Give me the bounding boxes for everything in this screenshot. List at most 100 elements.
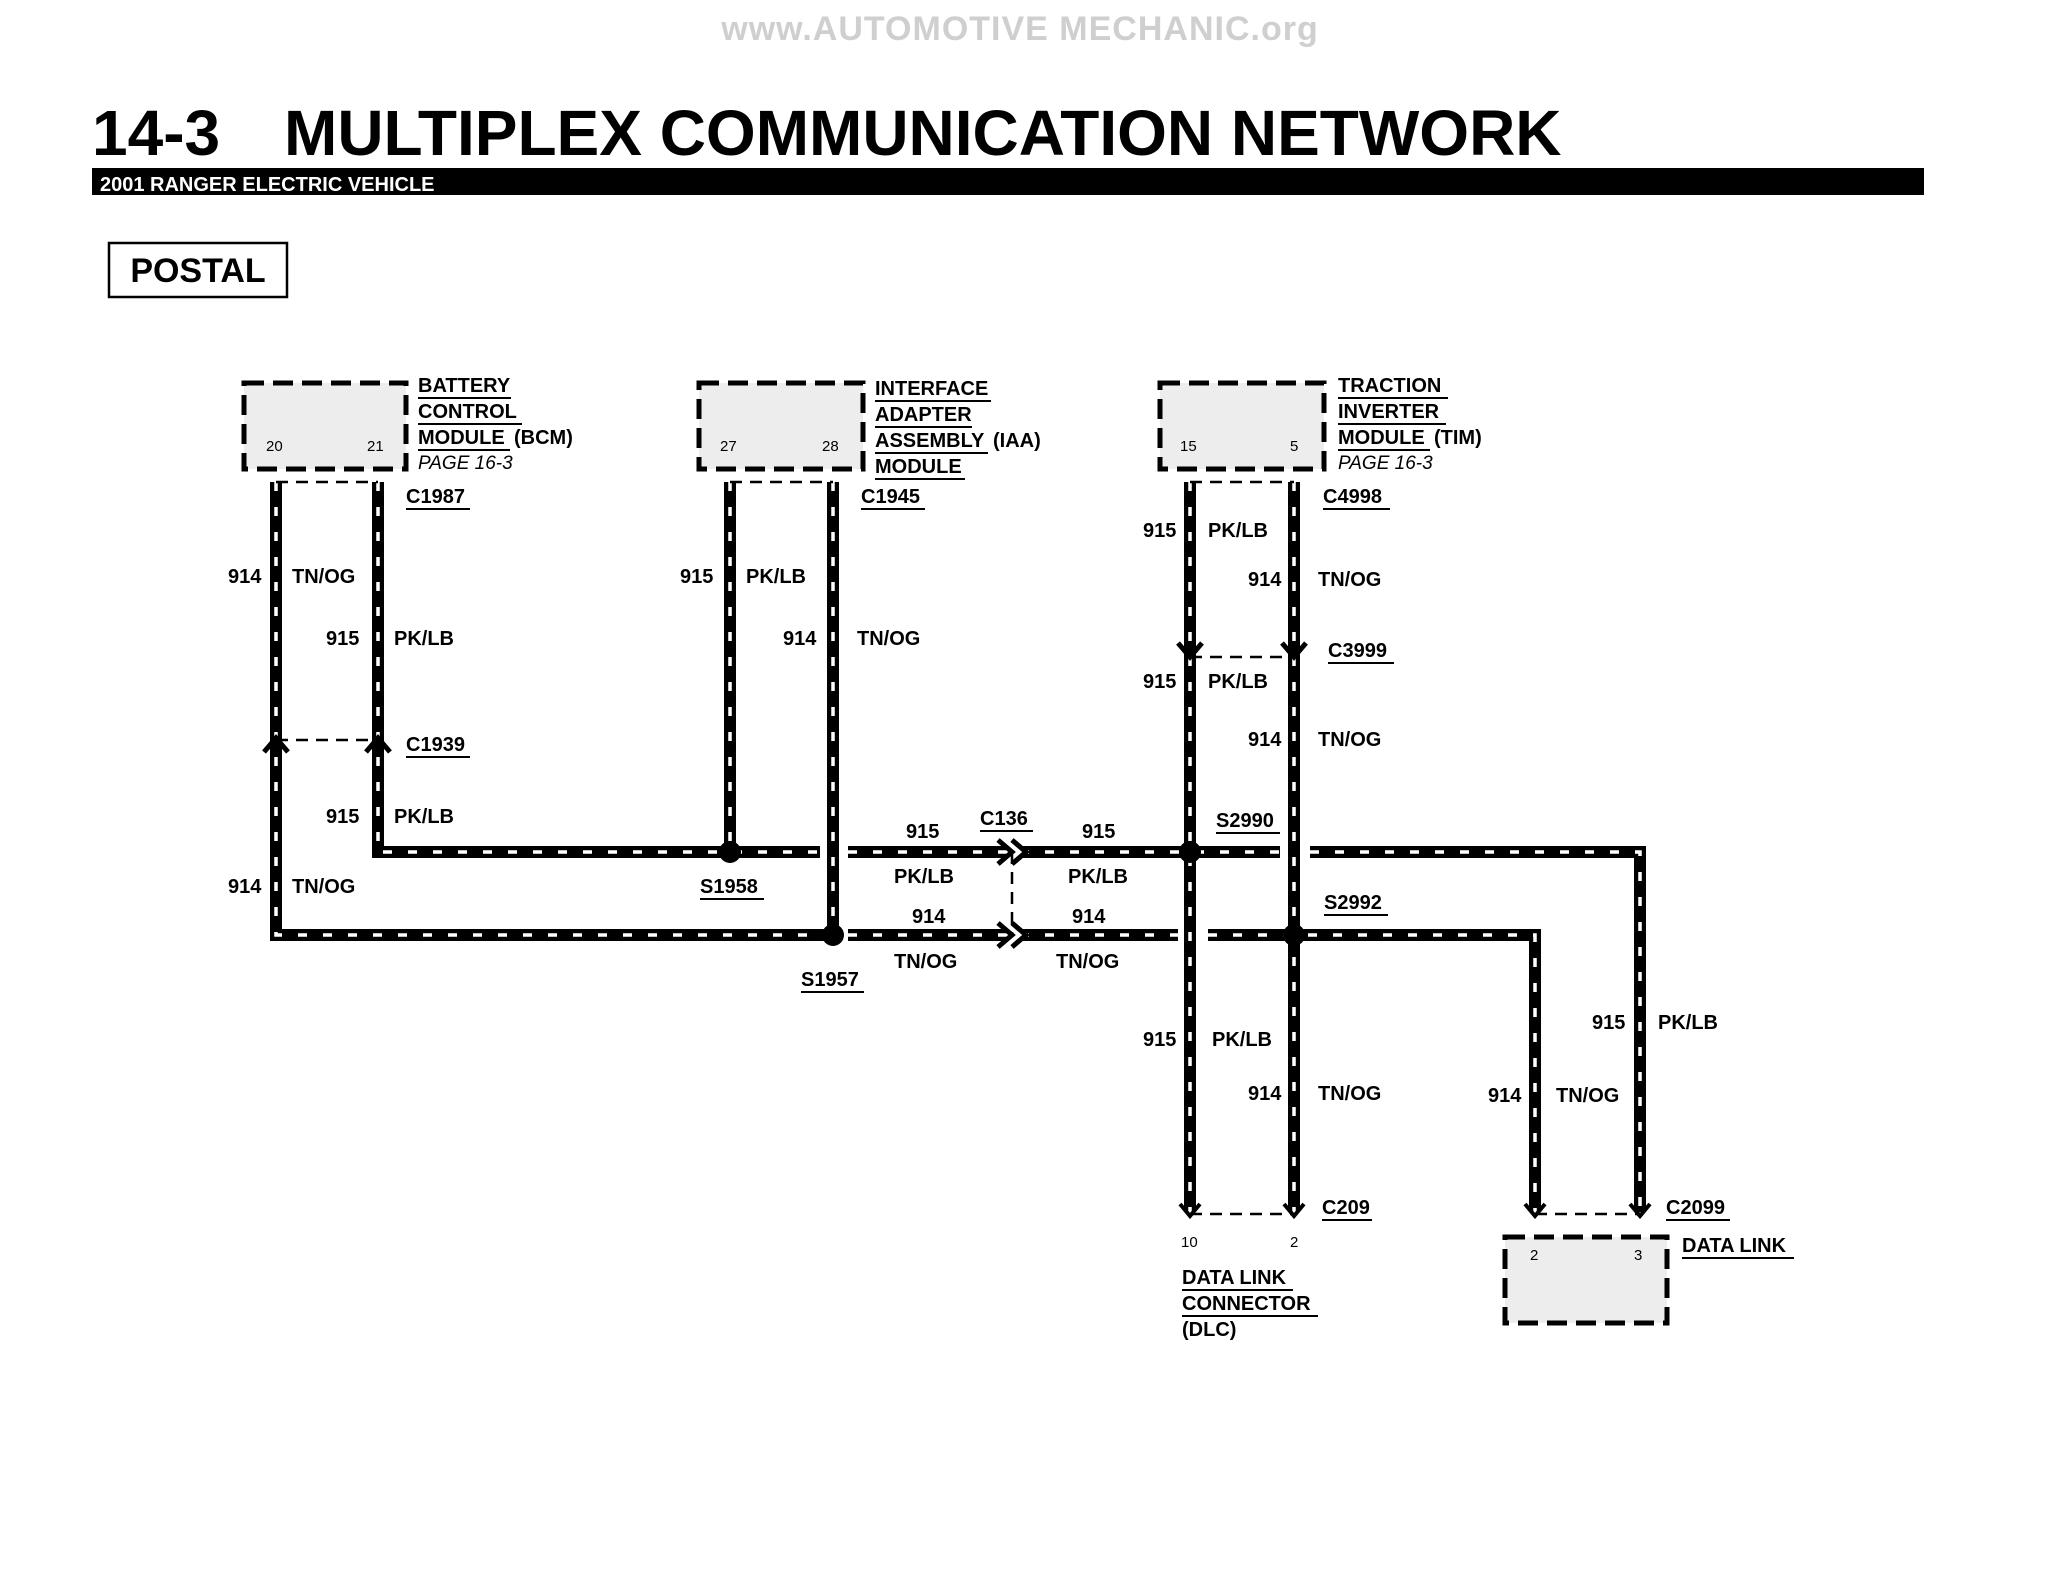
- bcm-name-line3: MODULE: [418, 427, 505, 449]
- circuit-tnog: TN/OG: [1318, 729, 1381, 751]
- circuit-915: 915: [1592, 1012, 1625, 1034]
- circuit-labels: 914 TN/OG 915 PK/LB 915 PK/LB 914 TN/OG …: [228, 520, 1718, 1107]
- circuit-914: 914: [1488, 1085, 1522, 1107]
- iaa-abbr: (IAA): [993, 430, 1041, 452]
- connector-labels: C1987 C1945 C4998 C3999 C1939 C136 C209 …: [406, 486, 1730, 1221]
- dlc-pin-2: 2: [1290, 1234, 1298, 1251]
- dlc-pin-10: 10: [1181, 1234, 1198, 1251]
- circuit-pklb: PK/LB: [1068, 866, 1128, 888]
- dlc-name-line1: DATA LINK: [1182, 1267, 1287, 1289]
- tim-page-ref: PAGE 16-3: [1338, 453, 1433, 474]
- module-datalink-box: [1502, 1234, 1670, 1326]
- label-c4998: C4998: [1323, 486, 1382, 508]
- circuit-pklb: PK/LB: [1208, 520, 1268, 542]
- wire-914-datalink: [1208, 929, 1541, 1212]
- splice-s2992: [1283, 924, 1305, 946]
- circuit-915: 915: [326, 806, 359, 828]
- iaa-name-line1: INTERFACE: [875, 378, 988, 400]
- circuit-pklb: PK/LB: [394, 628, 454, 650]
- circuit-pklb: PK/LB: [746, 566, 806, 588]
- iaa-pin-27: 27: [720, 438, 737, 455]
- splice-s2990: [1179, 841, 1201, 863]
- bcm-pin-20: 20: [266, 438, 283, 455]
- page-title: MULTIPLEX COMMUNICATION NETWORK: [284, 97, 1562, 169]
- wires: [270, 482, 1646, 1212]
- circuit-914: 914: [1248, 1083, 1282, 1105]
- module-tim-box: [1157, 380, 1327, 472]
- circuit-914: 914: [912, 906, 946, 928]
- tim-pin-5: 5: [1290, 438, 1298, 455]
- bcm-pin-21: 21: [367, 438, 384, 455]
- label-s1958: S1958: [700, 876, 758, 898]
- circuit-915: 915: [1143, 520, 1176, 542]
- circuit-915: 915: [1143, 671, 1176, 693]
- circuit-915: 915: [1143, 1029, 1176, 1051]
- bcm-name-line1: BATTERY: [418, 375, 511, 397]
- circuit-pklb: PK/LB: [1208, 671, 1268, 693]
- circuit-914: 914: [228, 876, 262, 898]
- datalink-pin-2: 2: [1530, 1247, 1538, 1264]
- module-bcm-box: [241, 380, 409, 472]
- wire-914-bcm: [270, 482, 828, 941]
- tim-name-line1: TRACTION: [1338, 375, 1441, 397]
- iaa-name-line3: ASSEMBLY: [875, 430, 985, 452]
- circuit-tnog: TN/OG: [857, 628, 920, 650]
- circuit-pklb: PK/LB: [394, 806, 454, 828]
- label-s1957: S1957: [801, 969, 859, 991]
- circuit-914: 914: [1248, 569, 1282, 591]
- module-labels: BATTERY CONTROL MODULE (BCM) PAGE 16-3 I…: [418, 375, 1794, 1341]
- connector-symbols: [262, 480, 1652, 1220]
- circuit-915: 915: [1082, 821, 1115, 843]
- subtitle-bar: [92, 168, 1924, 195]
- page-subtitle: 2001 RANGER ELECTRIC VEHICLE: [100, 174, 435, 196]
- circuit-tnog: TN/OG: [894, 951, 957, 973]
- iaa-pin-28: 28: [822, 438, 839, 455]
- splice-s1958: [719, 841, 741, 863]
- circuit-tnog: TN/OG: [1056, 951, 1119, 973]
- circuit-915: 915: [680, 566, 713, 588]
- circuit-914: 914: [1248, 729, 1282, 751]
- tim-name-line3: MODULE: [1338, 427, 1425, 449]
- label-s2992: S2992: [1324, 892, 1382, 914]
- circuit-915: 915: [906, 821, 939, 843]
- label-c1987: C1987: [406, 486, 465, 508]
- label-c2099: C2099: [1666, 1197, 1725, 1219]
- tim-pin-15: 15: [1180, 438, 1197, 455]
- circuit-914: 914: [228, 566, 262, 588]
- circuit-915: 915: [326, 628, 359, 650]
- circuit-pklb: PK/LB: [1658, 1012, 1718, 1034]
- circuit-914: 914: [783, 628, 817, 650]
- tim-name-line2: INVERTER: [1338, 401, 1440, 423]
- bcm-name-line2: CONTROL: [418, 401, 517, 423]
- circuit-914: 914: [1072, 906, 1106, 928]
- section-tag: POSTAL: [130, 252, 265, 290]
- dlc-abbr: (DLC): [1182, 1319, 1236, 1341]
- label-s2990: S2990: [1216, 810, 1274, 832]
- circuit-pklb: PK/LB: [1212, 1029, 1272, 1051]
- bcm-abbr: (BCM): [514, 427, 573, 449]
- label-c3999: C3999: [1328, 640, 1387, 662]
- section-number: 14-3: [92, 97, 220, 169]
- watermark: www.AUTOMOTIVE MECHANIC.org: [720, 10, 1318, 48]
- tim-abbr: (TIM): [1434, 427, 1482, 449]
- datalink-pin-3: 3: [1634, 1247, 1642, 1264]
- label-c136: C136: [980, 808, 1028, 830]
- label-c209: C209: [1322, 1197, 1370, 1219]
- circuit-pklb: PK/LB: [894, 866, 954, 888]
- bcm-page-ref: PAGE 16-3: [418, 453, 513, 474]
- iaa-name-line2: ADAPTER: [875, 404, 972, 426]
- section-tag-box: [107, 241, 289, 299]
- module-iaa-box: [696, 380, 866, 472]
- label-c1945: C1945: [861, 486, 920, 508]
- circuit-tnog: TN/OG: [1318, 1083, 1381, 1105]
- circuit-tnog: TN/OG: [1556, 1085, 1619, 1107]
- circuit-tnog: TN/OG: [1318, 569, 1381, 591]
- circuit-tnog: TN/OG: [292, 876, 355, 898]
- wire-915-bcm: [372, 482, 820, 858]
- splice-s1957: [822, 924, 844, 946]
- splice-dots: [719, 841, 1305, 946]
- datalink-name: DATA LINK: [1682, 1235, 1787, 1257]
- circuit-tnog: TN/OG: [292, 566, 355, 588]
